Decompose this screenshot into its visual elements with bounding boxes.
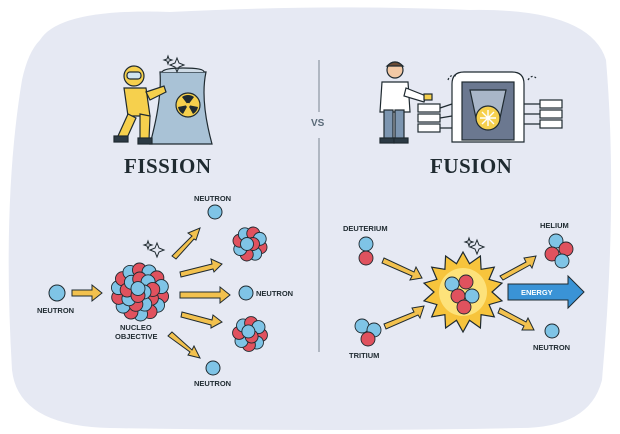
released-neutron-top — [207, 204, 223, 220]
background-blob — [8, 7, 612, 431]
sparkle-icon — [463, 236, 486, 256]
label-helium: HELIUM — [540, 221, 569, 230]
neutron — [240, 237, 254, 251]
proton — [360, 331, 376, 347]
incoming-neutron — [48, 284, 66, 302]
fission-target-nucleus — [110, 262, 170, 322]
fusion-title: FUSION — [430, 154, 513, 178]
proton — [358, 250, 374, 266]
fission-fragment-bottom — [232, 316, 268, 352]
fission-fragment-top — [232, 226, 268, 262]
energy-arrow — [507, 274, 585, 310]
tritium-nucleus — [354, 318, 382, 347]
fusion-reactor-icon — [417, 71, 563, 143]
label-nucleo-line2: OBJECTIVE — [115, 332, 158, 341]
vs-label: VS — [311, 118, 325, 129]
label-neutron-bottom: NEUTRON — [194, 379, 232, 388]
label-neutron-fusion: NEUTRON — [533, 343, 571, 352]
neutron — [241, 324, 256, 339]
proton — [456, 299, 472, 315]
sparkle-icon — [142, 239, 166, 259]
neutron — [554, 253, 570, 269]
fusion-arrows — [381, 255, 537, 331]
label-tritium: TRITIUM — [349, 351, 380, 360]
label-energy: ENERGY — [521, 288, 553, 297]
neutron — [358, 236, 374, 252]
proton — [458, 274, 474, 290]
fusion-neutron — [544, 323, 560, 339]
hazmat-worker-icon — [113, 65, 167, 145]
label-nucleo-line1: NUCLEO — [120, 323, 152, 332]
label-neutron-incoming: NEUTRON — [37, 306, 75, 315]
label-neutron-top: NEUTRON — [194, 194, 232, 203]
fusion-core-nucleus — [444, 274, 480, 315]
fission-arrows — [71, 227, 231, 359]
fission-title: FISSION — [124, 154, 212, 178]
released-neutron-bottom — [205, 360, 221, 376]
label-neutron-mid: NEUTRON — [256, 289, 294, 298]
helium-nucleus — [544, 233, 574, 269]
released-neutron-mid — [238, 285, 254, 301]
sparkle-icon — [162, 54, 186, 74]
neutron — [464, 288, 480, 304]
neutron — [130, 281, 146, 296]
deuterium-nucleus — [358, 236, 374, 266]
scientist-icon — [379, 61, 433, 144]
label-deuterium: DEUTERIUM — [343, 224, 388, 233]
